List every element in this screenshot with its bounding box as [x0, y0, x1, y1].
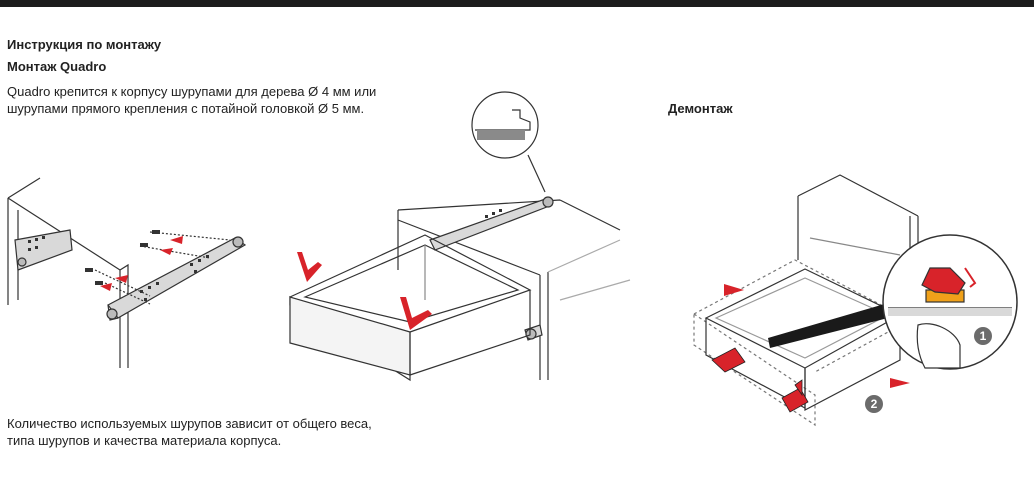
- figure-dismount: 1 2: [693, 174, 1018, 427]
- zoom-wedge: [768, 303, 888, 348]
- mount-title: Монтаж Quadro: [7, 59, 107, 74]
- right-runner: [429, 196, 554, 251]
- lower-runner: [524, 324, 543, 341]
- lever-detail-circle: [882, 234, 1018, 370]
- locking-clips: [711, 347, 809, 413]
- screw-note-line2: типа шурупов и качества материала корпус…: [7, 433, 282, 448]
- instruction-title: Инструкция по монтажу: [7, 37, 162, 52]
- mount-description: Quadro крепится к корпусу шурупами для д…: [7, 83, 376, 117]
- screws: [94, 231, 231, 305]
- figure-screw-mounting: [7, 177, 247, 368]
- dismount-arrows: [724, 284, 910, 388]
- insertion-arrows: [297, 252, 432, 330]
- drawer-outline-dashed: [693, 259, 912, 427]
- step-badge-2-label: 2: [871, 397, 878, 411]
- runner-right: [106, 236, 247, 321]
- screw-icons: [85, 230, 160, 285]
- drawer-box: [289, 234, 532, 382]
- screw-note: Количество используемых шурупов зависит …: [7, 415, 372, 449]
- step-badge-1-label: 1: [980, 329, 987, 343]
- detail-circle: [471, 91, 546, 193]
- cabinet-runner-left: [14, 229, 73, 271]
- figure-drawer-insertion: [289, 91, 631, 382]
- top-divider-bar: [0, 0, 1034, 7]
- screw-arrows: [100, 236, 183, 291]
- mount-description-line1: Quadro крепится к корпусу шурупами для д…: [7, 84, 377, 99]
- dismount-title: Демонтаж: [668, 101, 733, 116]
- mount-description-line2: шурупами прямого крепления с потайной го…: [7, 101, 365, 116]
- step-badge-1: 1: [974, 327, 992, 345]
- step-badge-2: 2: [865, 395, 883, 413]
- screw-note-line1: Количество используемых шурупов зависит …: [7, 416, 372, 431]
